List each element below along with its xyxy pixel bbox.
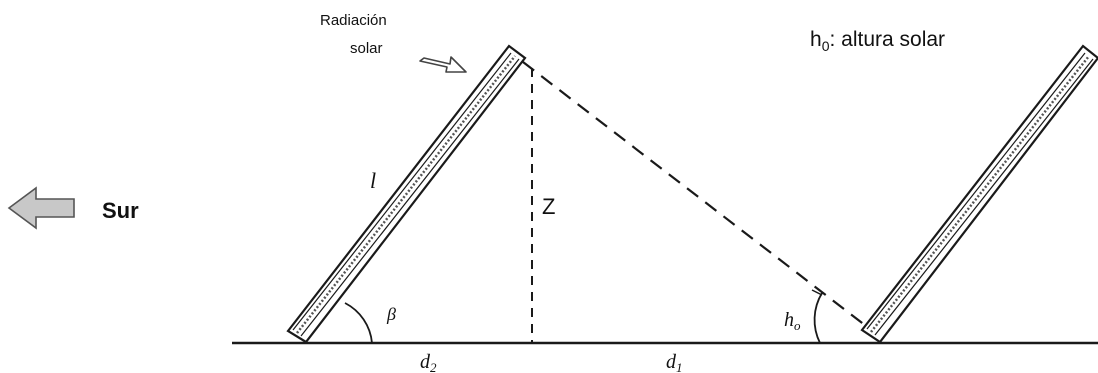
- height-label: Z: [542, 194, 555, 219]
- radiation-label-line1: Radiación: [320, 12, 387, 29]
- arrow-left-icon: [7, 186, 75, 230]
- sun-altitude-arc: [813, 292, 823, 344]
- south-label: Sur: [102, 198, 139, 223]
- sun-altitude-label: ho: [784, 309, 801, 333]
- legend-text: h0: altura solar: [810, 28, 945, 54]
- arrow-down-right-icon: [419, 56, 467, 73]
- left-solar-panel: [286, 44, 527, 344]
- tilt-angle-arc: [344, 302, 373, 344]
- right-solar-panel: [860, 44, 1098, 344]
- radiation-label-line2: solar: [350, 40, 383, 57]
- shadow-dashed-line: [522, 61, 867, 327]
- panel-length-label: l: [370, 168, 376, 193]
- distance-2-label: d2: [420, 351, 437, 373]
- distance-1-label: d1: [666, 351, 683, 373]
- tilt-angle-label: β: [386, 304, 396, 324]
